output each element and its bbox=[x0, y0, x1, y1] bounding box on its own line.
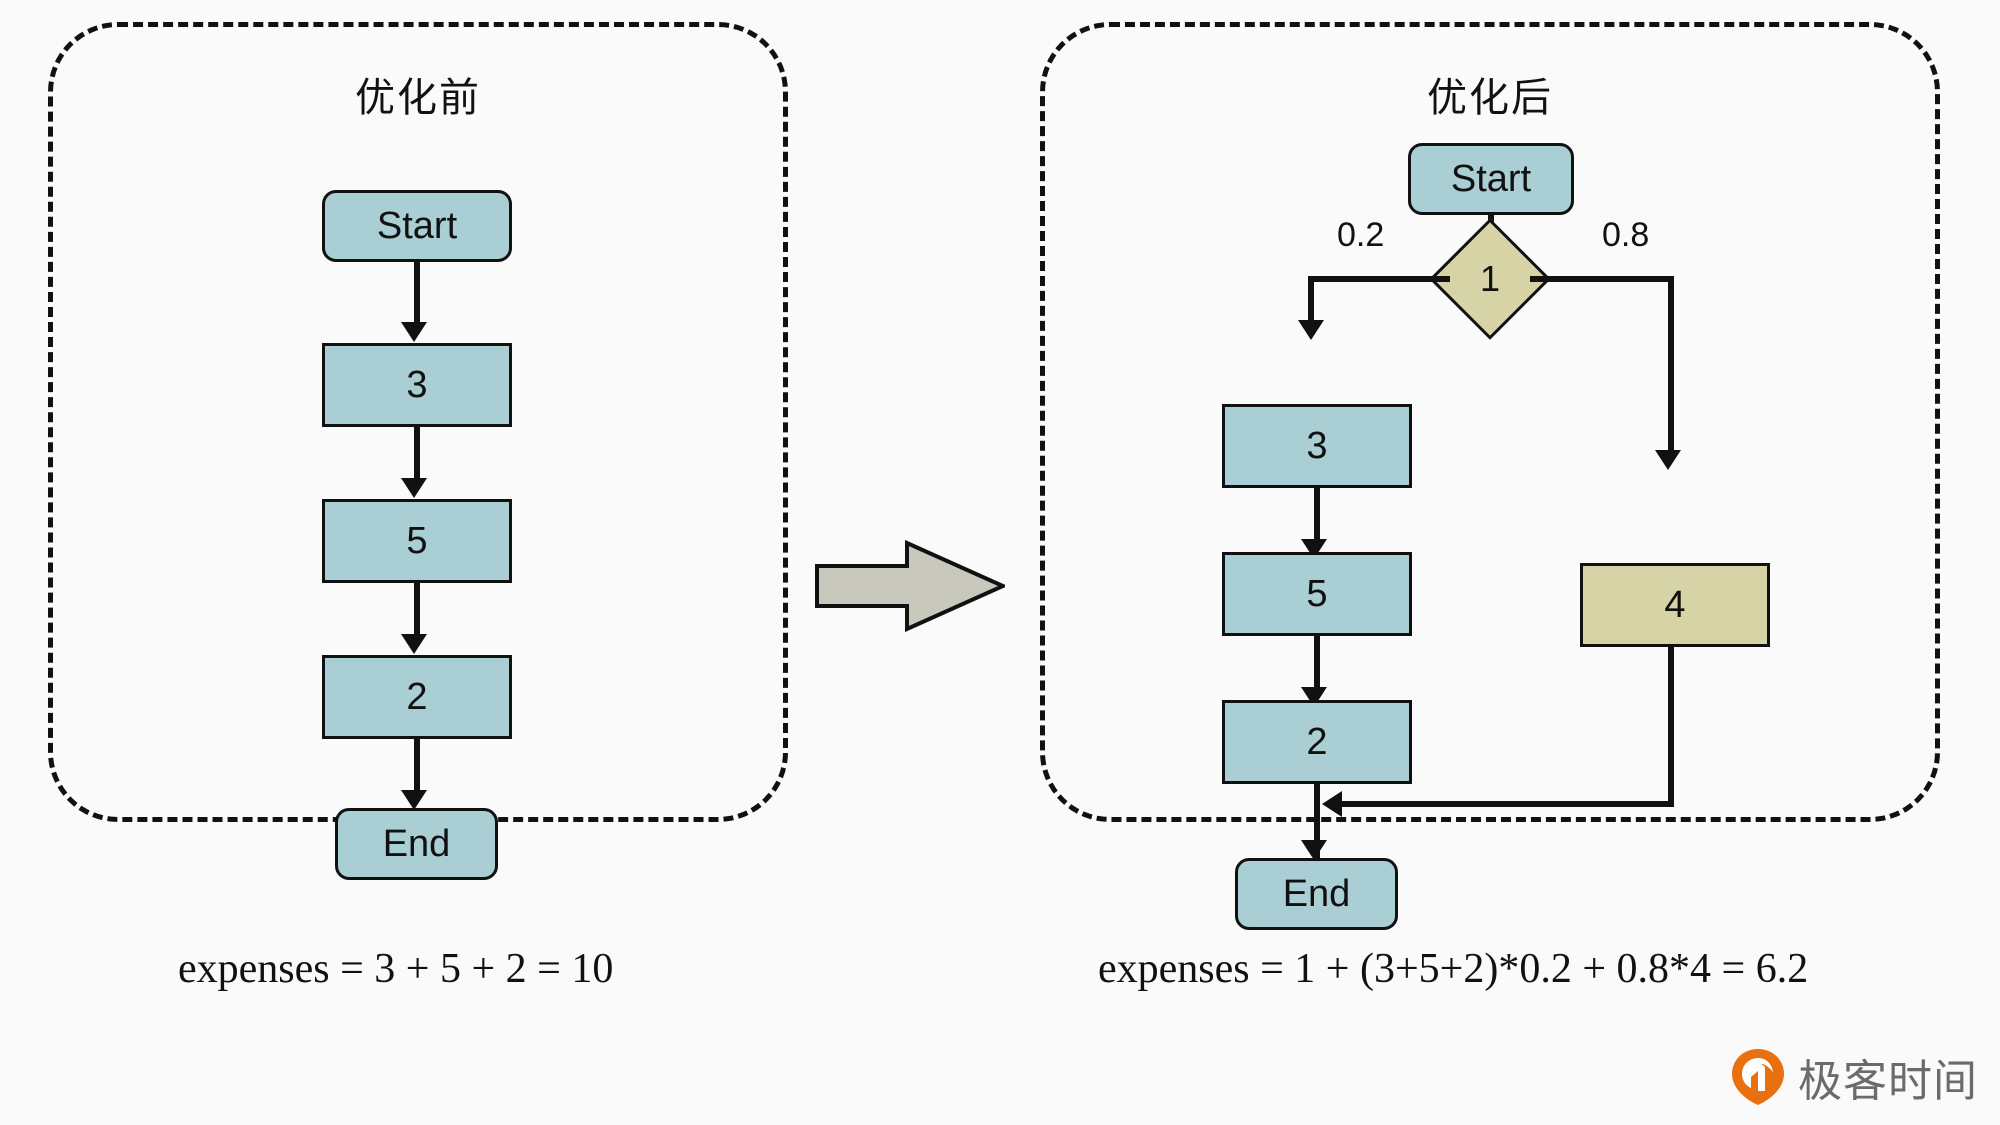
before-arrowhead-2 bbox=[401, 478, 427, 498]
before-edge-5-to-2 bbox=[414, 583, 420, 636]
after-node-decision: 1 bbox=[1479, 258, 1501, 299]
after-node-end: End bbox=[1235, 858, 1398, 930]
right-arrow-icon bbox=[815, 540, 1005, 632]
after-node-5: 5 bbox=[1222, 552, 1412, 636]
after-node-start: Start bbox=[1408, 143, 1574, 215]
after-edge-4-down bbox=[1668, 647, 1674, 807]
before-node-2: 2 bbox=[322, 655, 512, 739]
after-arrowhead-merge bbox=[1322, 791, 1342, 817]
before-node-5: 5 bbox=[322, 499, 512, 583]
before-formula: expenses = 3 + 5 + 2 = 10 bbox=[178, 946, 614, 992]
before-arrowhead-1 bbox=[401, 322, 427, 342]
geektime-logo-icon bbox=[1732, 1049, 1784, 1105]
after-edge-label-left: 0.2 bbox=[1337, 216, 1385, 254]
after-edge-decision-left-h bbox=[1308, 276, 1450, 282]
after-node-4: 4 bbox=[1580, 563, 1770, 647]
before-edge-2-to-end bbox=[414, 739, 420, 792]
watermark: 极客时间 bbox=[1730, 1045, 1978, 1109]
panel-after-title: 优化后 bbox=[1427, 76, 1553, 120]
after-arrowhead-right-branch bbox=[1655, 450, 1681, 470]
before-edge-start-to-3 bbox=[414, 262, 420, 324]
after-node-3: 3 bbox=[1222, 404, 1412, 488]
after-node-2: 2 bbox=[1222, 700, 1412, 784]
before-node-start: Start bbox=[322, 190, 512, 262]
after-formula: expenses = 1 + (3+5+2)*0.2 + 0.8*4 = 6.2 bbox=[1098, 946, 1809, 992]
after-edge-label-right: 0.8 bbox=[1602, 216, 1650, 254]
after-arrowhead-4 bbox=[1301, 840, 1327, 860]
after-edge-decision-right-h bbox=[1530, 276, 1674, 282]
before-node-end: End bbox=[335, 808, 498, 880]
after-edge-decision-left-v bbox=[1308, 276, 1314, 326]
before-node-3: 3 bbox=[322, 343, 512, 427]
before-arrowhead-3 bbox=[401, 634, 427, 654]
after-edge-decision-right-v bbox=[1668, 276, 1674, 454]
after-edge-4-merge-h bbox=[1340, 801, 1674, 807]
after-arrowhead-left-branch bbox=[1298, 320, 1324, 340]
panel-after-optimization: 优化后 bbox=[1040, 22, 1940, 822]
before-edge-3-to-5 bbox=[414, 427, 420, 480]
after-edge-2-to-end bbox=[1314, 784, 1320, 858]
after-edge-3-to-5 bbox=[1314, 488, 1320, 541]
before-arrowhead-4 bbox=[401, 790, 427, 810]
watermark-text: 极客时间 bbox=[1798, 1057, 1978, 1106]
after-edge-5-to-2 bbox=[1314, 636, 1320, 689]
panel-before-title: 优化前 bbox=[355, 76, 481, 120]
